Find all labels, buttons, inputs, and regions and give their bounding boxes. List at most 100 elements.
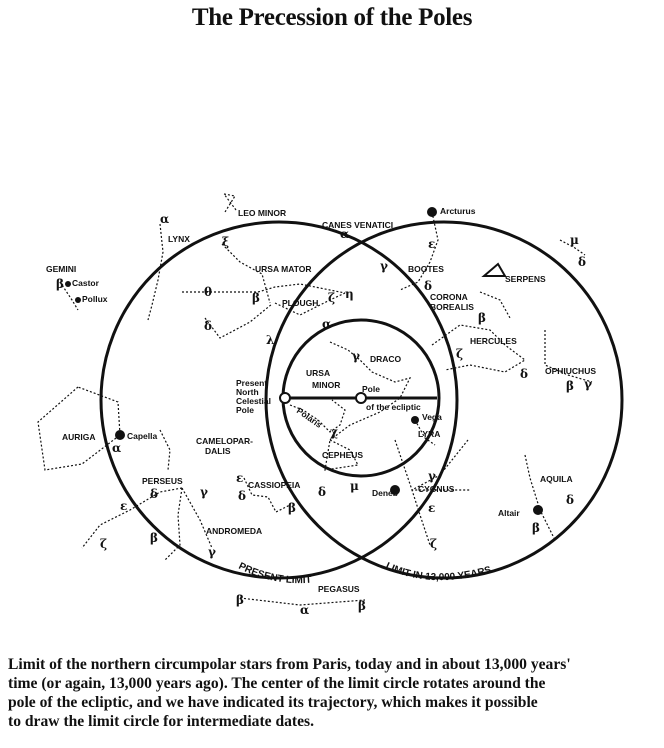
label-lyra: LYRA (418, 429, 440, 439)
label-castor: Castor (72, 278, 100, 288)
greek-delta-hercules: δ (520, 367, 528, 381)
label-limit-13000: LIMIT IN 13,000 YEARS (384, 561, 493, 583)
label-hercules: HERCULES (470, 336, 517, 346)
greek-beta-hercules: β (478, 311, 486, 325)
label-pollux: Pollux (82, 294, 108, 304)
caption-line-1: Limit of the northern circumpolar stars … (8, 656, 571, 673)
label-serpens: SERPENS (505, 274, 546, 284)
label-altair: Altair (498, 508, 520, 518)
arcturus-star (427, 207, 437, 217)
corona-lines (479, 291, 511, 319)
label-vega: Vega (422, 412, 442, 422)
castor-star (65, 281, 71, 287)
label-ursa-major: URSA MATOR (255, 264, 312, 274)
greek-alpha-canes: α (340, 227, 349, 241)
greek-mu-cepheus: μ (350, 479, 359, 493)
label-present-pole-4: Pole (236, 405, 254, 415)
label-present-pole-3: Celestial (236, 396, 271, 406)
capella-star (115, 430, 125, 440)
label-perseus: PERSEUS (142, 476, 183, 486)
caption-line-4: to draw the limit circle for intermediat… (8, 713, 315, 730)
serpens-triangle (481, 262, 507, 277)
label-ursa-minor-2: MINOR (312, 380, 340, 390)
greek-zeta-um: ζ (328, 291, 335, 305)
greek-zeta-perseus: ζ (100, 537, 107, 551)
bootes-lines (399, 211, 439, 291)
lynx-lines (147, 223, 164, 321)
ursa-minor-lines (289, 399, 346, 433)
greek-delta-um: δ (204, 319, 212, 333)
label-leo-minor: LEO MINOR (238, 208, 286, 218)
greek-alpha-lynx: α (160, 212, 169, 226)
greek-gamma-draco: γ (352, 349, 360, 363)
label-aquila: AQUILA (540, 474, 573, 484)
greek-beta-gemini: β (56, 277, 64, 291)
greek-zeta-hercules: ζ (456, 347, 463, 361)
cassiopeia-lines (243, 477, 291, 513)
draco-lines (329, 341, 412, 441)
altair-star (533, 505, 543, 515)
label-lynx: LYNX (168, 234, 190, 244)
precession-diagram: LEO MINOR LYNX CANES VENATICI GEMINI URS… (37, 193, 624, 617)
greek-beta-perseus: β (150, 531, 158, 545)
label-bootes: BOOTES (408, 264, 444, 274)
greek-gamma-perseus: γ (200, 485, 208, 499)
label-camelopardalis-1: CAMELOPAR- (196, 436, 253, 446)
serpens-lines (559, 239, 586, 256)
ecliptic-pole-marker (355, 392, 367, 404)
ursa-major-lines-2 (221, 243, 271, 304)
greek-delta-perseus: δ (150, 487, 158, 501)
greek-xi-ursa: ξ (222, 235, 229, 249)
aquila-lines (524, 454, 556, 541)
ursa-major-lines-3 (204, 303, 273, 339)
leo-minor-lines (222, 193, 237, 213)
label-draco: DRACO (370, 354, 402, 364)
label-deneb: Deneb (372, 488, 398, 498)
constellation-labels: LEO MINOR LYNX CANES VENATICI GEMINI URS… (46, 208, 596, 594)
label-andromeda: ANDROMEDA (206, 526, 262, 536)
ursa-major-lines (182, 283, 346, 294)
pollux-star (75, 297, 81, 303)
label-capella: Capella (127, 431, 158, 441)
label-cepheus: CEPHEUS (322, 450, 363, 460)
auriga-lines (37, 386, 121, 471)
label-camelopardalis-2: DALIS (205, 446, 231, 456)
greek-epsilon-bootes: ε (428, 237, 435, 251)
greek-zeta-cygnus: ζ (430, 537, 437, 551)
caption-line-3: pole of the ecliptic, and we have indica… (8, 694, 538, 711)
page-title: The Precession of the Poles (191, 4, 473, 31)
cygnus-lines-2 (394, 439, 470, 491)
present-pole-marker (279, 392, 291, 404)
label-corona: CORONA (430, 292, 468, 302)
pegasus-lines (239, 597, 366, 606)
greek-beta-pegasus-1: β (236, 593, 244, 607)
constellation-lines (37, 193, 593, 606)
greek-beta-aquila: β (532, 521, 540, 535)
greek-eta-um: η (345, 287, 354, 301)
perseus-lines (81, 487, 183, 549)
greek-letters: α ξ α β θ β η ζ δ λ γ ε δ μ δ β ζ δ β γ … (56, 212, 592, 617)
label-ecliptic-pole-2: of the ecliptic (366, 402, 421, 412)
greek-alpha-pegasus: α (300, 603, 309, 617)
figure-caption: Limit of the northern circumpolar stars … (8, 655, 660, 731)
greek-epsilon-cass: ε (236, 471, 243, 485)
gemini-lines (59, 281, 79, 311)
greek-theta-um: θ (204, 285, 212, 299)
star-labels: Arcturus Castor Pollux Capella Vega Dene… (72, 206, 520, 518)
label-auriga: AURIGA (62, 432, 96, 442)
greek-lambda: λ (266, 333, 274, 347)
greek-gamma-bootes: γ (380, 259, 388, 273)
greek-alpha-um-small: α (322, 317, 331, 331)
greek-gamma-ophiuchus: γ (584, 377, 592, 391)
greek-alpha-capella: α (112, 441, 121, 455)
label-present-pole-1: Present (236, 378, 267, 388)
greek-delta-cepheus: δ (318, 485, 326, 499)
present-limit-circle (99, 220, 459, 580)
ophiuchus-lines (544, 330, 593, 383)
label-polaris: Polaris (295, 405, 324, 430)
greek-beta-pegasus-2: β (358, 599, 366, 613)
future-limit-circle (264, 220, 624, 580)
lyra-lines (414, 419, 436, 446)
camelopardalis-lines (159, 429, 171, 471)
label-ophiuchus: OPHIUCHUS (545, 366, 596, 376)
